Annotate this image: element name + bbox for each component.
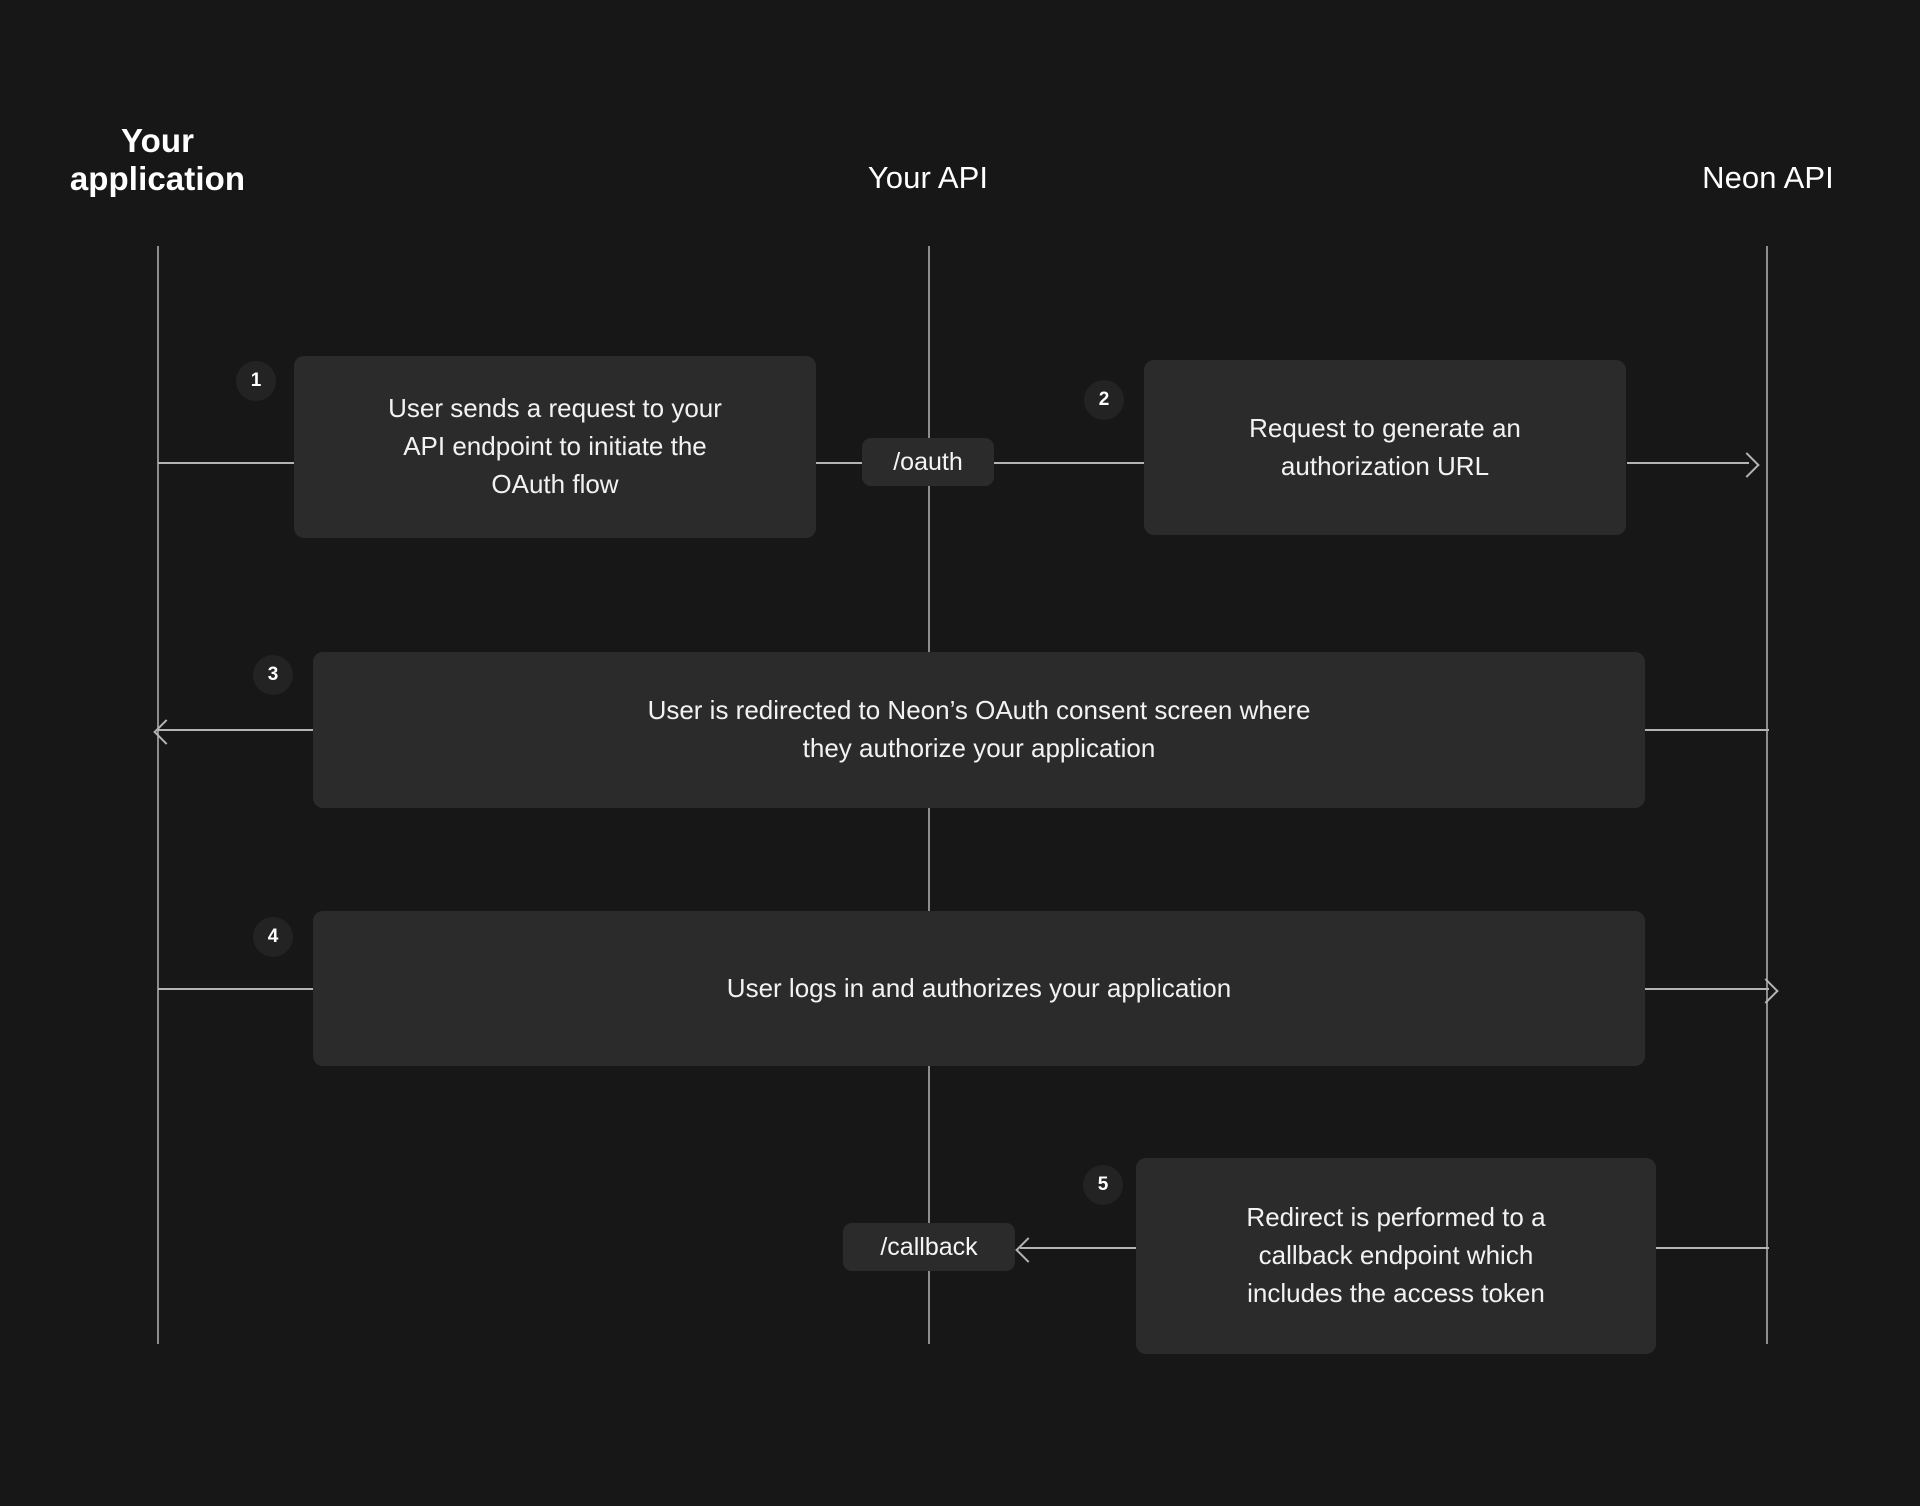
connector-step-4-out bbox=[1645, 988, 1769, 990]
endpoint-pill-oauth[interactable]: /oauth bbox=[862, 438, 994, 486]
message-text-step-3: User is redirected to Neon’s OAuth conse… bbox=[647, 695, 1311, 763]
endpoint-pill-callback-label: /callback bbox=[880, 1232, 978, 1261]
message-box-step-2: Request to generate an authorization URL bbox=[1144, 360, 1626, 535]
message-box-step-5: Redirect is performed to a callback endp… bbox=[1136, 1158, 1656, 1354]
endpoint-pill-callback[interactable]: /callback bbox=[843, 1223, 1015, 1271]
step-badge-3: 3 bbox=[253, 655, 293, 695]
actor-label-your-application: Your application bbox=[69, 122, 246, 198]
message-box-step-4: User logs in and authorizes your applica… bbox=[313, 911, 1645, 1066]
message-text-step-2: Request to generate an authorization URL bbox=[1249, 412, 1521, 481]
message-box-step-1: User sends a request to your API endpoin… bbox=[294, 356, 816, 538]
step-badge-2: 2 bbox=[1084, 380, 1124, 420]
step-badge-4: 4 bbox=[253, 917, 293, 957]
actor-label-your-api: Your API bbox=[867, 160, 989, 195]
lifeline-neon-api bbox=[1766, 246, 1768, 1344]
connector-step-5-in bbox=[1020, 1247, 1138, 1249]
arrowhead-step-5 bbox=[1015, 1237, 1041, 1263]
connector-step-1-in bbox=[158, 462, 304, 464]
step-badge-5: 5 bbox=[1083, 1165, 1123, 1205]
message-text-step-4: User logs in and authorizes your applica… bbox=[726, 972, 1232, 1003]
arrowhead-step-4 bbox=[1753, 978, 1779, 1004]
connector-step-2-out bbox=[1627, 462, 1749, 464]
actor-label-neon-api: Neon API bbox=[1702, 160, 1834, 195]
connector-step-1-to-oauth bbox=[815, 462, 877, 464]
step-badge-1: 1 bbox=[236, 361, 276, 401]
message-text-step-5: Redirect is performed to a callback endp… bbox=[1246, 1202, 1546, 1308]
connector-step-3-in bbox=[1645, 729, 1769, 731]
connector-step-5-out bbox=[1655, 1247, 1769, 1249]
connector-step-4-in bbox=[158, 988, 313, 990]
message-box-step-3: User is redirected to Neon’s OAuth conse… bbox=[313, 652, 1645, 808]
arrowhead-step-2 bbox=[1734, 452, 1760, 478]
connector-step-2-in bbox=[994, 462, 1144, 464]
lifeline-your-application bbox=[157, 246, 159, 1344]
endpoint-pill-oauth-label: /oauth bbox=[893, 447, 963, 476]
message-text-step-1: User sends a request to your API endpoin… bbox=[388, 393, 722, 499]
connector-step-3-out bbox=[158, 729, 316, 731]
